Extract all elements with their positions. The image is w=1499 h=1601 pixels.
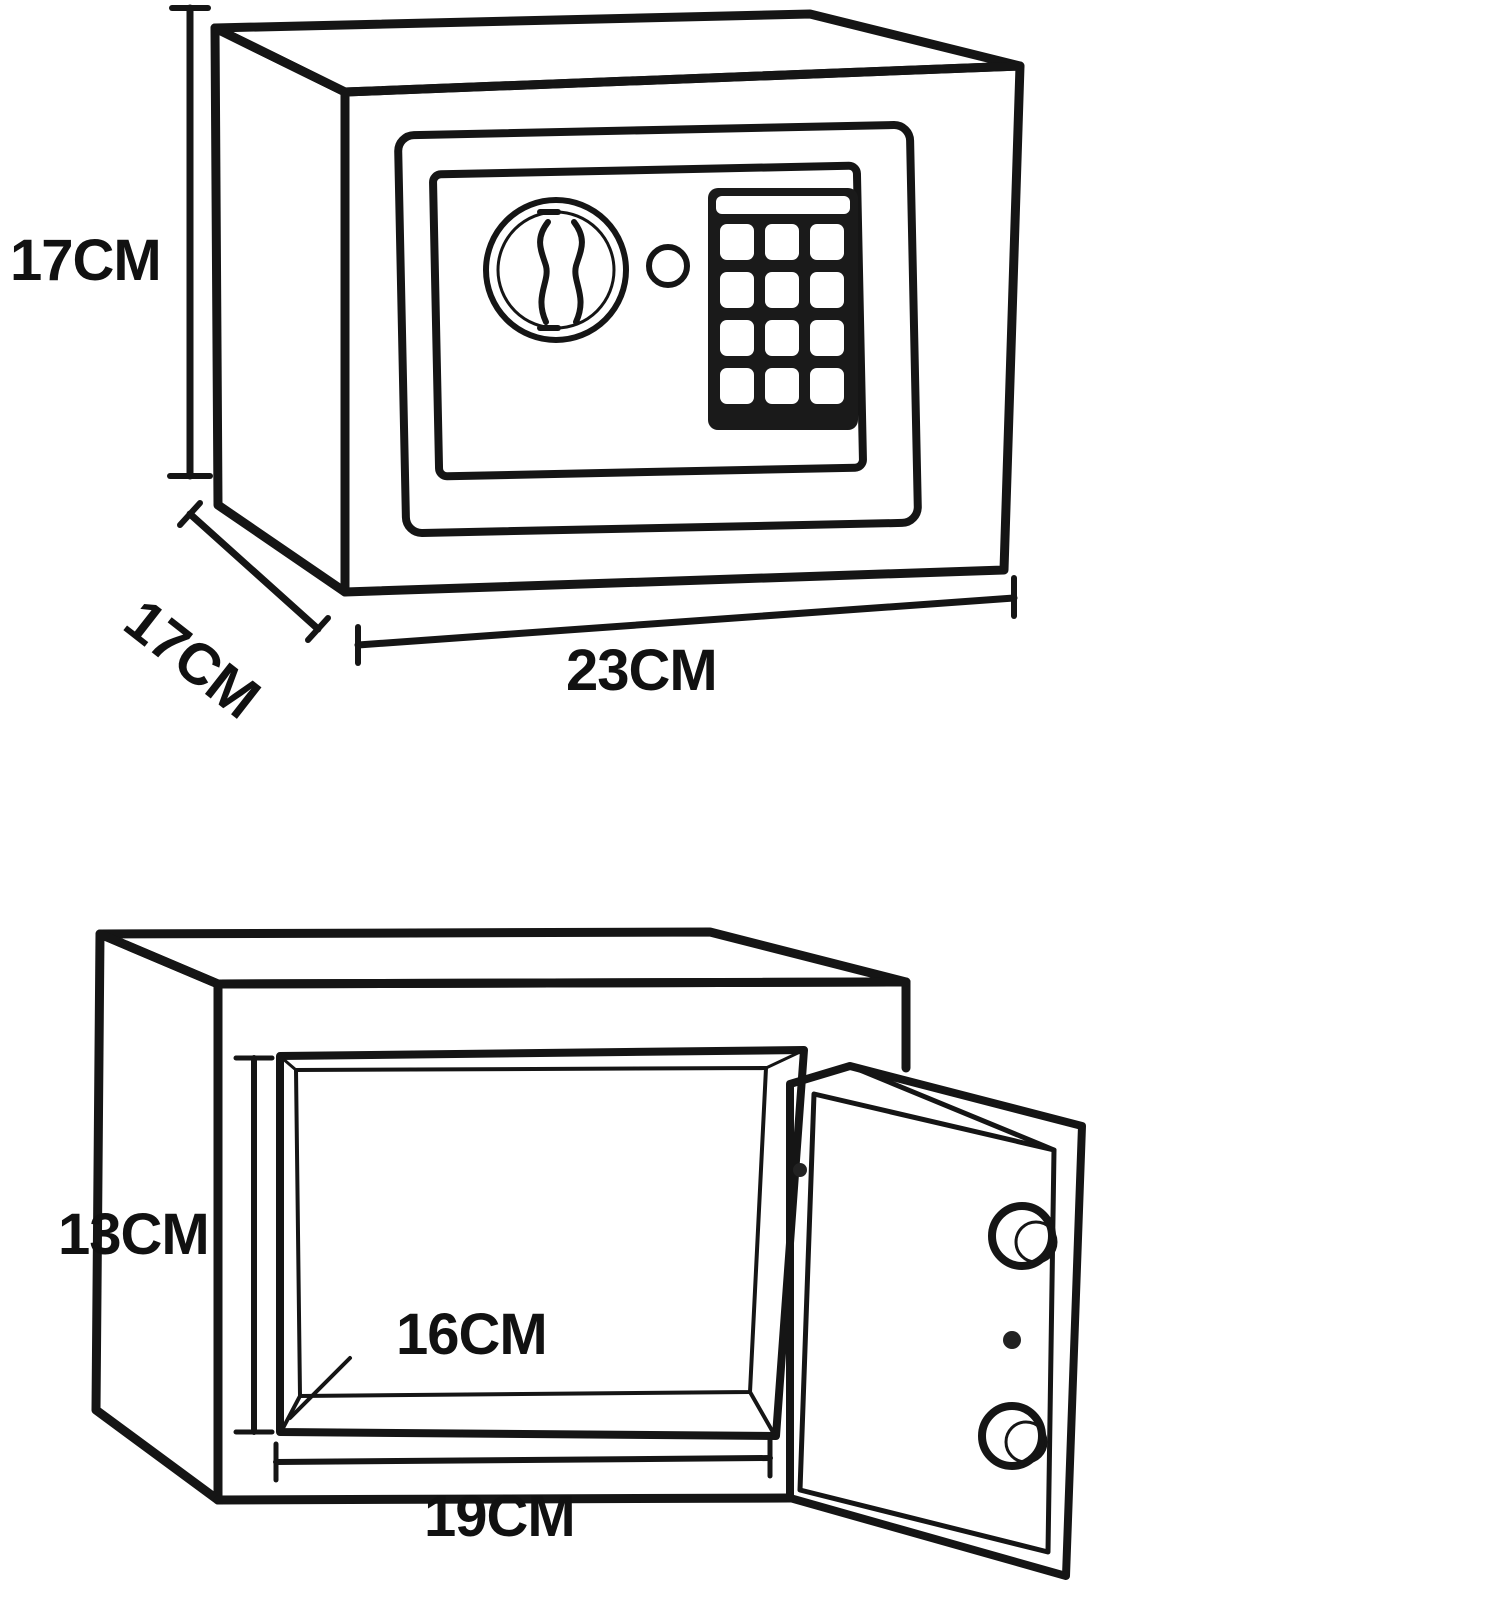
depth-dimension-line bbox=[177, 500, 331, 643]
closed-safe-body bbox=[210, 9, 1025, 597]
dial-knob-icon bbox=[483, 197, 629, 343]
open-safe-body bbox=[91, 927, 911, 1505]
inner-width-dimension-line bbox=[273, 1437, 773, 1483]
inner-depth-label: 16CM bbox=[396, 1302, 548, 1367]
keypad-icon bbox=[708, 188, 858, 430]
open-safe-interior bbox=[276, 1046, 808, 1440]
width-label: 23CM bbox=[566, 638, 718, 703]
height-label: 17CM bbox=[10, 228, 162, 293]
closed-safe-door bbox=[394, 121, 922, 537]
inner-height-label: 13CM bbox=[58, 1202, 210, 1267]
inner-height-dimension-line bbox=[233, 1055, 275, 1435]
locking-bolt-icon bbox=[988, 1202, 1058, 1270]
height-dimension-line bbox=[167, 4, 213, 480]
open-safe-door bbox=[786, 1062, 1086, 1580]
inner-depth-dimension-line bbox=[288, 1356, 352, 1420]
inner-width-label: 19CM bbox=[424, 1484, 576, 1549]
indicator-button-icon bbox=[646, 244, 690, 288]
locking-bolt-icon bbox=[978, 1402, 1048, 1470]
width-dimension-line bbox=[354, 575, 1018, 666]
